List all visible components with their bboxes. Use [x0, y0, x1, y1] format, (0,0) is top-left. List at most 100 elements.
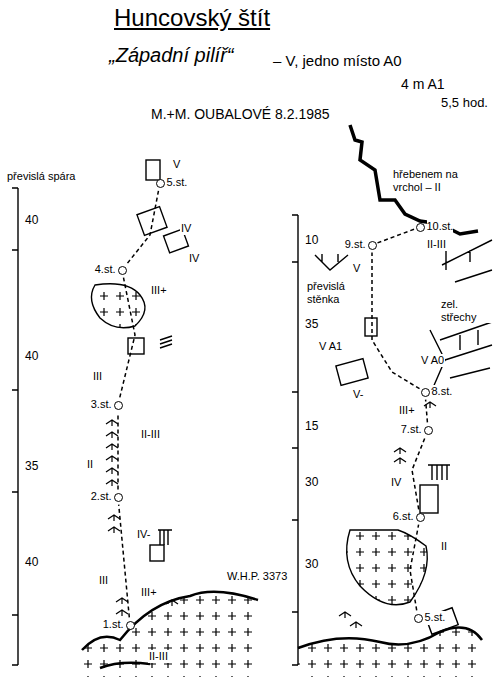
scale-ruler [292, 215, 298, 665]
station-circle [414, 614, 423, 623]
grade-label: II [440, 540, 448, 553]
grade-label: 30 [304, 476, 319, 490]
grade-label: 40 [24, 214, 39, 228]
grade-label: převislá spára [6, 170, 76, 183]
grass-tuft [106, 468, 118, 474]
terrain-line [100, 663, 150, 668]
terrain-line [298, 628, 482, 649]
grade-label: III [98, 574, 109, 587]
scale-ruler [12, 188, 18, 665]
station-label: 7.st. [401, 423, 422, 436]
belay-station: 4.st. [94, 262, 128, 277]
station-label: 4.st. [95, 263, 116, 276]
grade-label: převislá stěnka [306, 280, 360, 305]
grade-label: II-III [140, 428, 161, 441]
grass-tuft [106, 432, 118, 438]
belay-station: 2.st. [90, 489, 124, 504]
route-line [410, 525, 419, 611]
grass-tuft [106, 456, 118, 462]
overhang-comb [158, 530, 172, 545]
station-circle [416, 223, 425, 232]
grade-label: 40 [24, 350, 39, 364]
route-line [426, 400, 428, 423]
grass-tuft [108, 515, 120, 521]
station-circle [156, 179, 165, 188]
station-label: 10.st. [427, 220, 454, 233]
grass-tuft [394, 458, 406, 464]
belay-station: 1.st. [102, 617, 136, 632]
grade-label: 10 [304, 234, 319, 248]
grade-label: V A1 [318, 340, 343, 353]
belay-station: 5.st. [413, 610, 447, 625]
grass-tuft [350, 622, 362, 628]
grass-tuft [166, 600, 178, 606]
grade-label: 35 [24, 460, 39, 474]
station-circle [114, 493, 123, 502]
belay-station: 7.st. [400, 422, 434, 437]
route-note: – V, jedno místo A0 [272, 52, 403, 69]
grass-tuft [106, 480, 118, 486]
route-note: 4 m A1 [400, 76, 446, 92]
grade-label: V [172, 158, 181, 171]
grade-label: V A0 [420, 354, 445, 367]
grade-label: IV [390, 476, 402, 489]
belay-station: 3.st. [90, 397, 124, 412]
station-label: 5.st. [425, 611, 446, 624]
station-label: 9.st. [345, 238, 366, 251]
rock-block [150, 545, 164, 561]
station-label: 3.st. [91, 398, 112, 411]
grade-label: III+ [398, 404, 416, 417]
grass-tuft [106, 444, 118, 450]
station-label: 8.st. [432, 385, 453, 398]
grass-tuft [339, 612, 351, 618]
rock-block [420, 485, 438, 513]
route-line [378, 229, 415, 243]
rock-block [146, 160, 160, 180]
station-circle [118, 266, 127, 275]
grade-label: IV- [136, 528, 151, 541]
grade-label: 40 [24, 556, 39, 570]
grade-label: 15 [304, 420, 319, 434]
grade-label: II [86, 458, 94, 471]
grade-label: III+ [150, 284, 168, 297]
overhang-comb [315, 254, 348, 270]
route-line [372, 253, 420, 389]
belay-station: 8.st. [420, 384, 454, 399]
route-note: 5,5 hod. [440, 96, 489, 111]
route-line [128, 191, 159, 264]
station-label: 2.st. [91, 490, 112, 503]
grade-label: 35 [304, 318, 319, 332]
station-circle [421, 388, 430, 397]
grade-label: V- [352, 388, 364, 401]
rock-blocks [128, 160, 492, 634]
rock-block [365, 318, 377, 336]
topo-title: Huncovský štít [112, 4, 272, 32]
grade-label: IV [180, 222, 192, 235]
rulers [12, 188, 298, 665]
grade-label: IV [188, 252, 200, 265]
grade-label: W.H.P. 3373 [226, 570, 288, 583]
grade-label: V [352, 262, 361, 275]
rock-base [298, 628, 482, 677]
grass-tuft [116, 598, 128, 604]
station-circle [416, 513, 425, 522]
overhang-comb [160, 336, 172, 348]
belay-station: 5.st. [155, 175, 189, 190]
route-line [117, 413, 119, 490]
grade-label: hřebenem na vrchol – II [392, 168, 486, 193]
route-note: M.+M. OUBALOVÉ 8.2.1985 [150, 106, 331, 122]
station-label: 5.st. [167, 176, 188, 189]
route-line [120, 278, 135, 398]
overhang-comb [428, 465, 450, 480]
belay-station: 9.st. [344, 237, 378, 252]
grass-tuft [394, 448, 406, 454]
rock-base [82, 592, 258, 677]
station-circle [424, 426, 433, 435]
station-circle [126, 621, 135, 630]
grade-label: II-III [426, 238, 447, 251]
grade-label: II-III [148, 650, 169, 663]
grade-label: zel. střechy [440, 298, 494, 323]
rock-block [336, 359, 368, 386]
rock-block [128, 338, 144, 354]
belay-station: 6.st. [392, 509, 426, 524]
